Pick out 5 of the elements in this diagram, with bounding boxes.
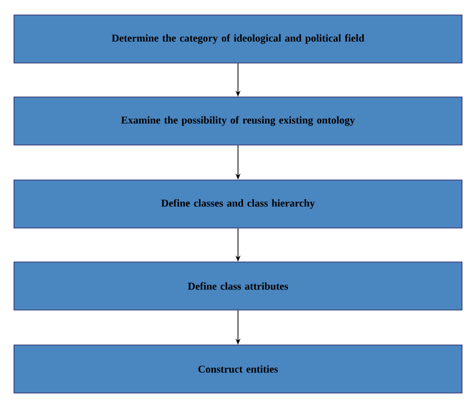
process-box: Determine the category of ideological and political field xyxy=(14,14,462,64)
process-box: Define classes and class hierarchy xyxy=(14,180,462,228)
process-box: Examine the possibility of reusing existing ontology xyxy=(14,96,462,146)
process-box: Construct entities xyxy=(14,344,462,394)
process-box: Define class attributes xyxy=(14,262,462,310)
